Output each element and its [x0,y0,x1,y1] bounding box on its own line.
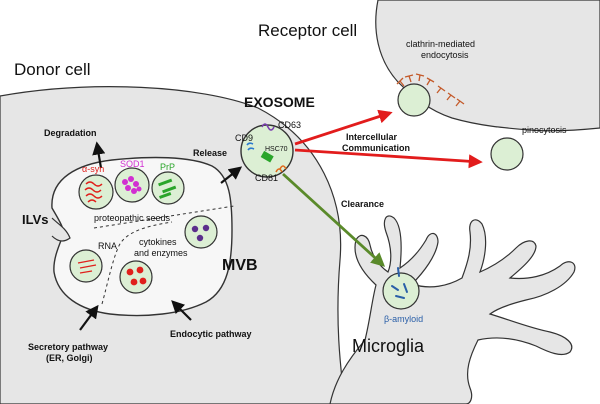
proteopathic-seeds-label: proteopathic seeds [94,213,171,223]
alpha-syn-label: α-syn [82,164,104,174]
cd63-label: CD63 [278,120,301,130]
mvb-label: MVB [222,257,258,274]
microglia-cell [329,215,576,404]
cytokines-label-line1: cytokines [139,237,177,247]
endocytic-arrow [171,300,192,321]
cytokine-icon [191,224,210,242]
rna-icon [77,259,97,274]
intercellular-arrow-upper [294,109,393,146]
exosome-title: EXOSOME [244,94,315,110]
receptor-cell-label: Receptor cell [258,21,357,40]
cd9-label: CD9 [235,133,253,143]
secretory-label-line1: Secretory pathway [28,342,108,352]
pinocytosis-label: pinocytosis [522,125,567,135]
degradation-arrow [92,141,106,169]
amyloid-fibrils-icon [391,267,408,299]
beta-amyloid-label: β-amyloid [384,314,423,324]
clathrin-vesicle [397,83,431,117]
hsc70-label: HSC70 [265,146,288,153]
cd81-label: CD81 [255,173,278,183]
intercellular-label-line1: Intercellular [346,132,398,142]
secretory-label-line2: (ER, Golgi) [46,353,93,363]
sod1-label: SOD1 [120,159,145,169]
clathrin-label-line2: endocytosis [421,50,469,60]
prp-label: PrP [160,162,175,172]
ilv-sod1 [114,167,150,203]
intercellular-label-line2: Communication [342,143,410,153]
alpha-syn-aggregate-icon [84,181,103,203]
ilv-cytokines [184,215,218,249]
enzyme-icon [126,266,147,286]
exosome-marker-icons [246,123,287,173]
cytokines-label-line2: and enzymes [134,248,188,258]
endocytic-label: Endocytic pathway [170,329,252,339]
ilv-prp [151,171,185,205]
clearance-arrow [282,172,386,267]
pinocytosis-vesicle [490,137,524,171]
ilv-enzymes [119,260,153,294]
ilv-rna [69,249,103,283]
microglia-label: Microglia [352,336,425,356]
intercellular-arrow-lower [294,148,483,169]
amyloid-vesicle [382,272,420,310]
clathrin-coat [396,73,465,107]
prp-aggregate-icon [158,178,177,199]
ilvs-label: ILVs [22,212,49,227]
sod1-aggregate-icon [122,176,142,194]
clearance-label: Clearance [341,199,384,209]
rna-divider [101,221,173,305]
mvb-pit [51,217,71,242]
clathrin-label-line1: clathrin-mediated [406,39,475,49]
secretory-arrow [79,304,99,331]
receptor-cell [375,0,600,132]
release-label: Release [193,148,227,158]
donor-cell-label: Donor cell [14,60,91,79]
hsc70-icon [260,150,274,163]
degradation-label: Degradation [44,128,97,138]
release-arrow [220,166,243,184]
rna-label: RNA [98,241,117,251]
